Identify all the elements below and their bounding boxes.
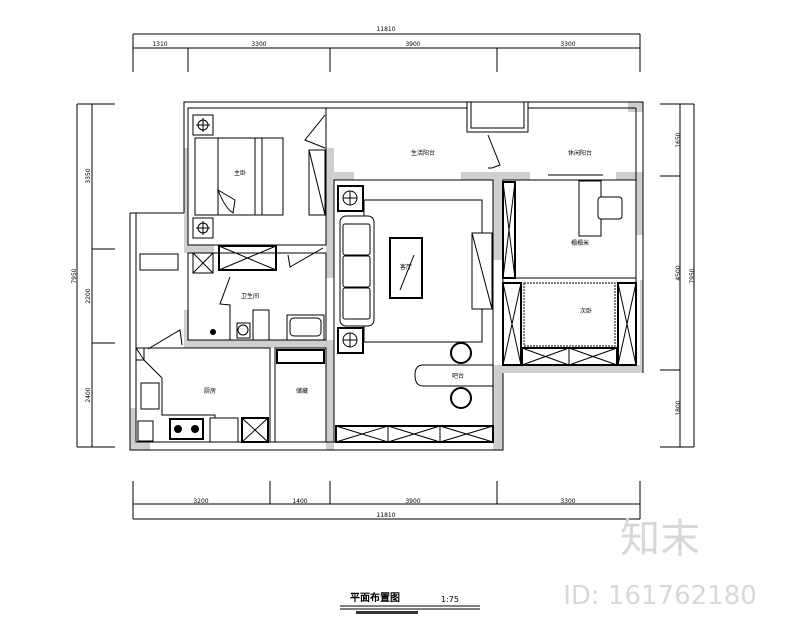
kitchen-fixtures bbox=[135, 329, 325, 443]
bed bbox=[523, 282, 616, 347]
dim-bottom-4: 3300 bbox=[560, 498, 575, 505]
dim-top-total: 11810 bbox=[376, 26, 395, 33]
label-balcony-left: 生活阳台 bbox=[411, 149, 435, 157]
dim-right-2: 4500 bbox=[675, 265, 682, 280]
label-master-bedroom: 主卧 bbox=[234, 169, 246, 177]
sofa bbox=[339, 215, 375, 327]
dim-top-3: 3900 bbox=[405, 41, 420, 48]
bar-stool bbox=[450, 387, 472, 409]
bottom-dimension-chain: 3200 1400 3900 3300 11810 bbox=[132, 481, 641, 520]
dim-top-2: 3300 bbox=[251, 41, 266, 48]
subtitle-note bbox=[356, 611, 418, 614]
label-bathroom: 卫生间 bbox=[241, 292, 259, 300]
dim-left-2: 2200 bbox=[85, 288, 92, 303]
right-rooms-furniture bbox=[487, 134, 637, 366]
dim-right-1: 1650 bbox=[675, 132, 682, 147]
label-bar: 吧台 bbox=[452, 372, 464, 380]
nightstand-lamp-icon bbox=[192, 217, 214, 239]
sink-icon bbox=[140, 382, 160, 410]
room-labels: 主卧 卫生间 生活阳台 休闲阳台 客厅 榻榻米 次卧 厨房 储藏 吧台 bbox=[204, 149, 592, 395]
cabinet bbox=[218, 245, 277, 271]
label-second-bedroom: 次卧 bbox=[580, 307, 592, 315]
side-table-lamp-icon bbox=[337, 327, 364, 354]
left-dimension-chain: 7950 3350 2200 2400 bbox=[71, 103, 115, 448]
nightstand-lamp-icon bbox=[192, 114, 214, 136]
watermark: 知末 ID: 161762180 bbox=[563, 516, 757, 611]
fridge bbox=[137, 420, 154, 442]
dim-top-1: 1310 bbox=[152, 41, 167, 48]
washbasin bbox=[139, 253, 179, 271]
label-kitchen: 厨房 bbox=[204, 387, 216, 395]
dim-left-3: 2400 bbox=[85, 387, 92, 402]
bed bbox=[194, 137, 284, 216]
dim-bottom-3: 3900 bbox=[405, 498, 420, 505]
right-dimension-chain: 1650 4500 1800 7950 bbox=[660, 103, 696, 448]
stove-icon bbox=[169, 418, 204, 440]
cabinet bbox=[335, 425, 494, 443]
cabinet bbox=[252, 309, 270, 341]
oven bbox=[209, 417, 239, 443]
dim-left-total: 7950 bbox=[71, 268, 78, 283]
dim-bottom-total: 11810 bbox=[376, 512, 395, 519]
label-tatami-room: 榻榻米 bbox=[571, 239, 589, 247]
bar-counter bbox=[414, 364, 494, 387]
side-table-lamp-icon bbox=[337, 185, 364, 212]
dim-top-4: 3300 bbox=[560, 41, 575, 48]
drawing-title: 平面布置图 bbox=[350, 591, 400, 604]
watermark-logo: 知末 bbox=[620, 516, 700, 562]
coffee-table bbox=[389, 237, 423, 299]
walls bbox=[130, 102, 643, 450]
master-bedroom-furniture bbox=[192, 114, 326, 274]
label-balcony-right: 休闲阳台 bbox=[568, 149, 592, 157]
label-living-room: 客厅 bbox=[400, 263, 412, 271]
chair bbox=[597, 196, 623, 220]
living-room-furniture bbox=[335, 185, 494, 443]
dim-left-1: 3350 bbox=[85, 168, 92, 183]
bathroom-fixtures bbox=[139, 253, 325, 341]
dim-bottom-1: 3200 bbox=[193, 498, 208, 505]
watermark-id: ID: 161762180 bbox=[563, 581, 757, 611]
top-dimension-chain: 11810 1310 3300 3900 3300 bbox=[132, 26, 641, 72]
bar-stool bbox=[450, 342, 472, 364]
dim-right-total: 7950 bbox=[689, 268, 696, 283]
label-storage: 储藏 bbox=[296, 387, 308, 395]
drawing-scale: 1:75 bbox=[441, 595, 459, 604]
dim-bottom-2: 1400 bbox=[292, 498, 307, 505]
drawing-title-block: 平面布置图 1:75 bbox=[340, 591, 480, 614]
dim-right-3: 1800 bbox=[675, 400, 682, 415]
